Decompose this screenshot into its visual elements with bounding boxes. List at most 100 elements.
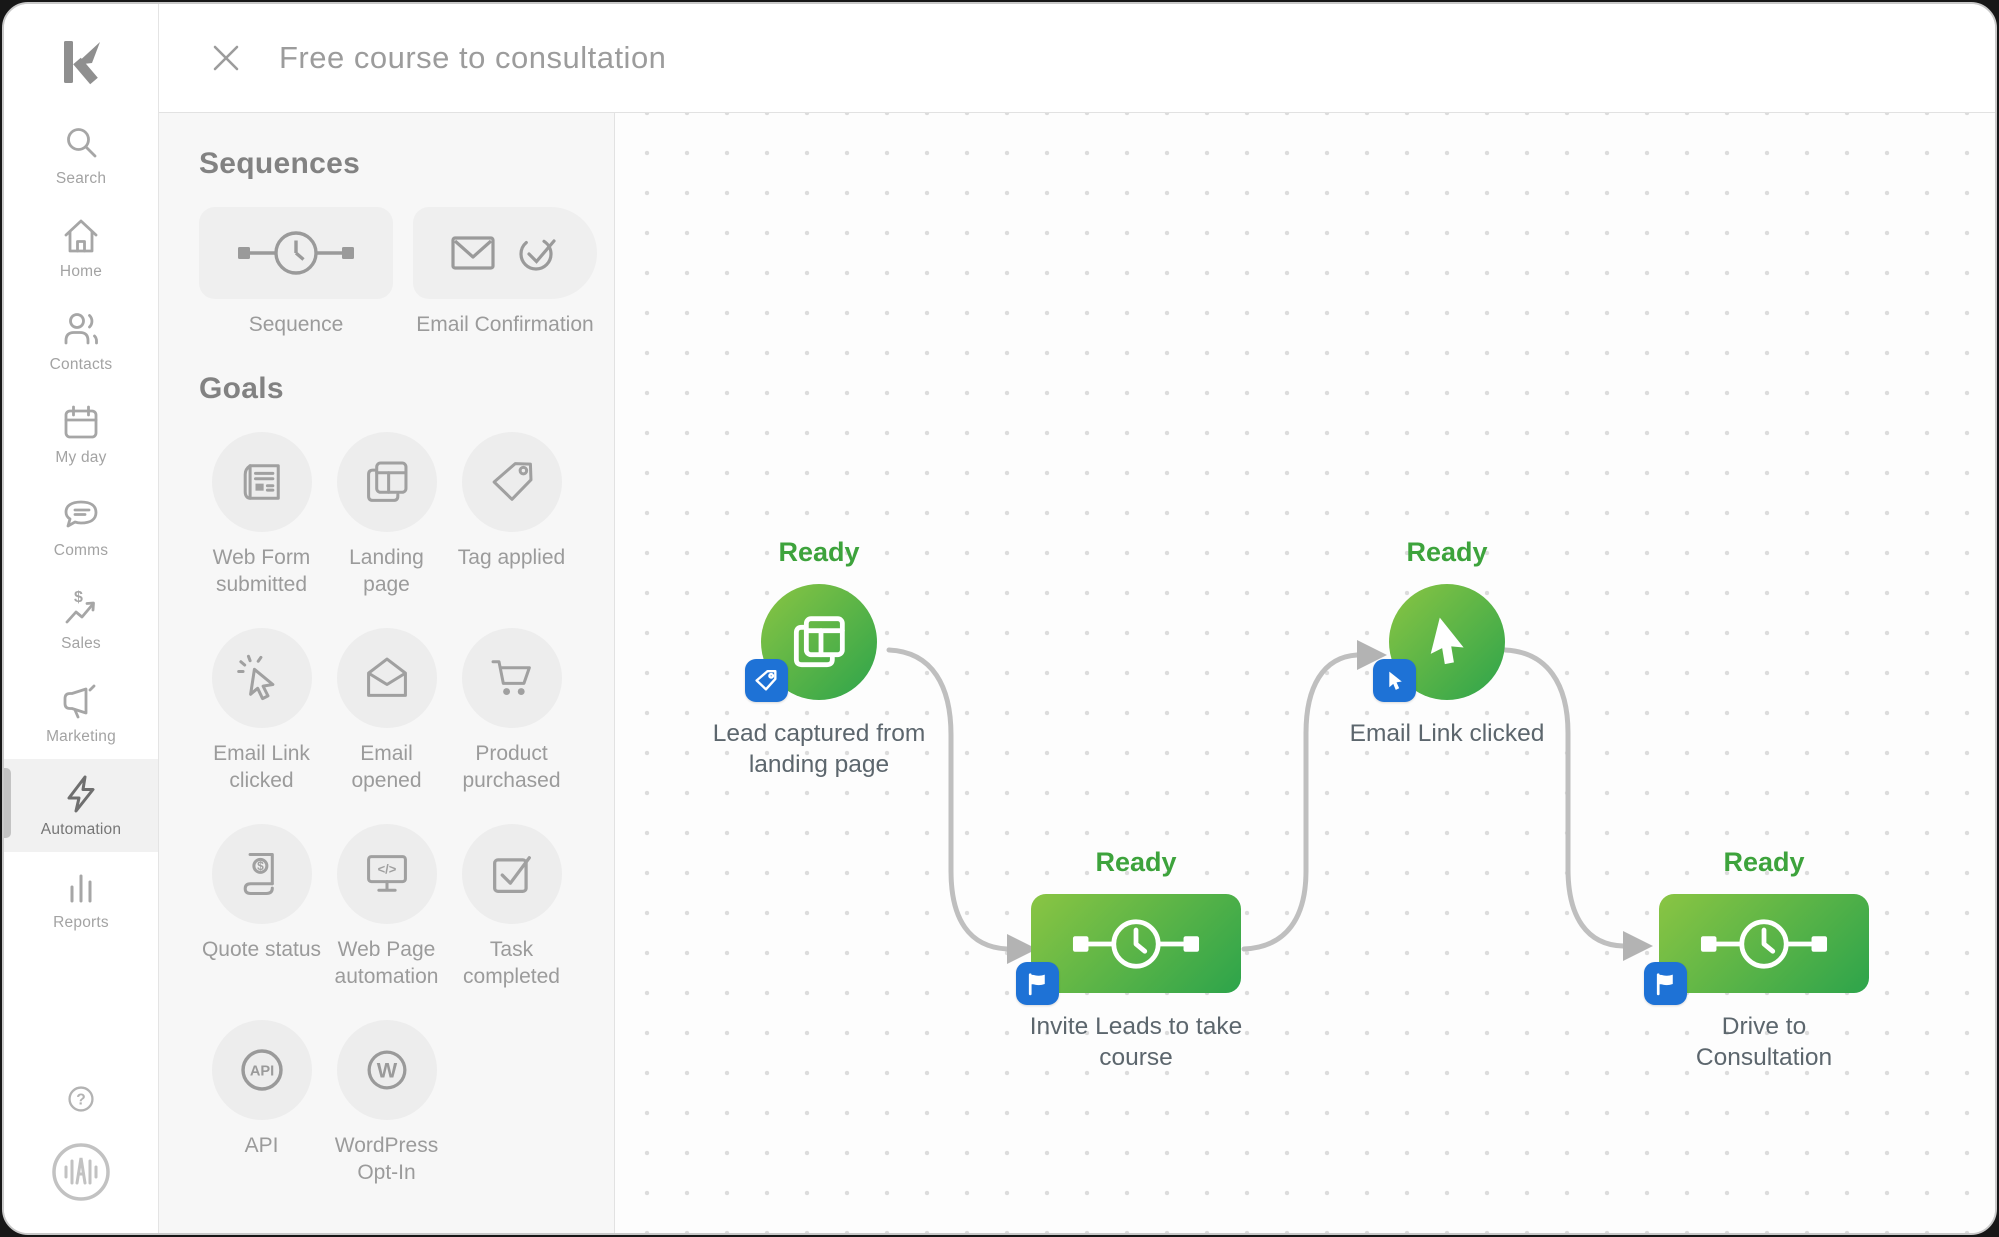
palette-item-email-confirmation[interactable]: Email Confirmation [413,207,597,338]
quote-scroll-icon: $ [243,852,274,896]
flag-badge [1644,962,1687,1005]
goal-circle [336,432,437,532]
goal-label: Landing page [349,546,424,596]
sidebar-item-comms[interactable]: Comms [4,480,158,573]
goal-circle [461,628,562,728]
goal-label: Product purchased [462,742,561,792]
flow-node-lead-captured[interactable]: Ready L [679,537,959,780]
goal-node-shape[interactable] [745,584,877,702]
goal-item-api[interactable]: API API [199,1020,324,1186]
landing-page-icon [793,616,845,668]
shopping-cart-icon [491,660,531,696]
goal-label: Web Form submitted [212,546,311,596]
sidebar-item-label: Search [55,170,107,187]
goal-item-wordpress-opt-in[interactable]: W WordPress Opt-In [324,1020,449,1186]
sequence-node-shape[interactable] [1016,894,1241,1005]
flow-node-drive-to-consultation[interactable]: Ready [1624,847,1904,1073]
goals-grid: Web Form submitted Landing page [199,432,574,1186]
node-status: Ready [1095,847,1177,877]
svg-text:$: $ [257,859,264,873]
sequences-heading: Sequences [199,147,361,180]
sidebar-item-label: Marketing [46,728,116,745]
sequence-node-shape[interactable] [1644,894,1869,1005]
flow-node-invite-leads[interactable]: Ready [996,847,1276,1073]
tag-badge [745,659,788,702]
sidebar-item-label: Automation [40,821,122,838]
sidebar-nav: Search Home Contacts [4,4,159,1233]
task-check-icon [492,856,531,893]
element-palette: Sequences Sequence [159,113,615,1233]
goal-item-web-form-submitted[interactable]: Web Form submitted [199,432,324,598]
sidebar-bottom: ? [50,1081,112,1233]
goal-label: WordPress Opt-In [334,1134,439,1184]
goal-circle: </> [336,824,437,924]
sidebar-item-sales[interactable]: $ Sales [4,573,158,666]
sidebar-item-reports[interactable]: Reports [4,852,158,945]
palette-item-label: Sequence [248,313,344,336]
web-form-icon [243,464,280,500]
sequence-icon [1072,918,1200,969]
automation-canvas[interactable]: Ready L [615,113,1995,1233]
node-status: Ready [778,537,860,567]
sequence-icon [238,231,354,275]
automation-title: Free course to consultation [279,40,667,75]
goal-item-task-completed[interactable]: Task completed [449,824,574,990]
sales-trend-icon: $ [59,586,103,630]
svg-text:$: $ [74,589,83,606]
keap-logo[interactable] [53,34,109,90]
contacts-icon [59,307,103,351]
search-icon [59,121,103,165]
goal-item-email-opened[interactable]: Email opened [324,628,449,794]
node-label: Invite Leads to take course [1029,1013,1243,1071]
goal-item-web-page-automation[interactable]: </> Web Page automation [324,824,449,990]
goal-circle [461,824,562,924]
goal-item-product-purchased[interactable]: Product purchased [449,628,574,794]
palette-item-sequence[interactable]: Sequence [199,207,393,338]
node-label: Email Link clicked [1349,720,1545,747]
speech-bubble-icon [59,493,103,537]
close-icon[interactable] [209,41,243,75]
sidebar-item-home[interactable]: Home [4,201,158,294]
flag-icon [1656,973,1673,996]
sidebar-item-marketing[interactable]: Marketing [4,666,158,759]
svg-text:W: W [376,1058,397,1083]
goal-circle [461,432,562,532]
goals-heading: Goals [199,372,284,405]
goal-item-landing-page[interactable]: Landing page [324,432,449,598]
brand-audio-icon[interactable] [50,1141,112,1203]
sidebar-item-my-day[interactable]: My day [4,387,158,480]
megaphone-icon [59,679,103,723]
goal-item-email-link-clicked[interactable]: Email Link clicked [199,628,324,794]
sequence-icon [1700,918,1828,969]
goal-node-shape[interactable] [1373,584,1505,702]
builder-content: Sequences Sequence [159,113,1995,1233]
node-status: Ready [1406,537,1488,567]
node-label: Lead captured from landing page [712,720,926,778]
sidebar-item-label: Contacts [49,356,113,373]
sidebar-item-label: Home [59,263,103,280]
goal-label: Quote status [201,938,322,961]
landing-page-icon [366,461,407,502]
sidebar-item-automation[interactable]: Automation [4,759,158,852]
svg-text:?: ? [76,1092,86,1109]
palette-item-label: Email Confirmation [416,313,594,336]
connector-wires [886,640,1653,964]
goal-item-quote-status[interactable]: $ Quote status [199,824,324,990]
automation-title-bar: Free course to consultation [159,4,1995,113]
email-confirmation-card [413,207,597,299]
flag-badge [1016,962,1059,1005]
flow-node-email-link-clicked[interactable]: Ready Email Link clicked [1307,537,1587,749]
sidebar-item-contacts[interactable]: Contacts [4,294,158,387]
tag-icon [492,462,532,501]
email-opened-icon [366,657,407,697]
sidebar-item-label: Reports [53,914,109,931]
sidebar-item-search[interactable]: Search [4,108,158,201]
cursor-icon [1389,671,1402,690]
help-icon[interactable]: ? [63,1081,99,1117]
home-icon [59,214,103,258]
goal-item-tag-applied[interactable]: Tag applied [449,432,574,598]
sequence-card [199,207,393,299]
bar-chart-icon [59,865,103,909]
wordpress-icon: W [367,1050,406,1090]
